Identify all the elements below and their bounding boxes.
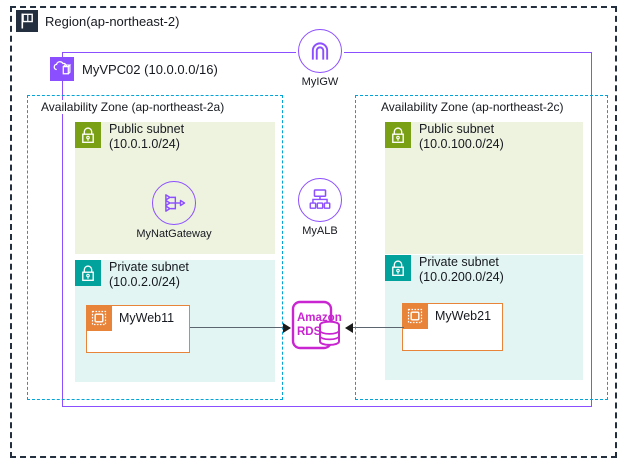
region-header: Region(ap-northeast-2)	[16, 10, 179, 32]
internet-gateway-label: MyIGW	[301, 76, 339, 88]
region-flag-icon	[16, 10, 38, 32]
amazon-rds-node[interactable]: Amazon RDS	[291, 300, 345, 352]
region-boundary	[10, 6, 617, 458]
public-subnet-lock-icon	[75, 122, 101, 148]
internet-gateway-icon	[298, 29, 342, 73]
public-subnet-a-text: Public subnet (10.0.1.0/24)	[109, 122, 184, 152]
internet-gateway-node[interactable]: MyIGW	[275, 29, 365, 88]
private-subnet-c: Private subnet (10.0.200.0/24)	[385, 255, 583, 380]
ec2-instance-myweb21-header: MyWeb21	[402, 303, 491, 329]
application-load-balancer-icon	[298, 178, 342, 222]
nat-gateway-node[interactable]: MyNatGateway	[129, 181, 219, 240]
vpc-label: MyVPC02 (10.0.0.0/16)	[82, 61, 218, 77]
connector-arrow-to-rds-right	[345, 323, 353, 333]
load-balancer-label: MyALB	[302, 225, 338, 237]
load-balancer-node[interactable]: MyALB	[275, 178, 365, 237]
public-subnet-c-cidr: (10.0.100.0/24)	[419, 137, 504, 151]
ec2-instance-myweb21-label: MyWeb21	[435, 309, 492, 323]
private-subnet-c-name: Private subnet	[419, 255, 499, 269]
connector-myweb11-to-rds	[190, 327, 284, 329]
ec2-instance-icon	[402, 303, 428, 329]
private-subnet-c-cidr: (10.0.200.0/24)	[419, 270, 504, 284]
ec2-instance-icon	[86, 305, 112, 331]
vpc-cloud-icon	[50, 57, 74, 81]
private-subnet-a-text: Private subnet (10.0.2.0/24)	[109, 260, 189, 290]
public-subnet-c-header: Public subnet (10.0.100.0/24)	[385, 122, 504, 152]
ec2-instance-myweb21[interactable]: MyWeb21	[402, 303, 503, 351]
nat-gateway-icon	[152, 181, 196, 225]
nat-gateway-label: MyNatGateway	[136, 228, 212, 240]
ec2-instance-myweb11-label: MyWeb11	[119, 311, 175, 325]
public-subnet-c: Public subnet (10.0.100.0/24)	[385, 122, 583, 254]
database-cylinder-icon	[319, 320, 340, 346]
region-label: Region(ap-northeast-2)	[45, 13, 180, 29]
public-subnet-a-header: Public subnet (10.0.1.0/24)	[75, 122, 184, 152]
availability-zone-a-boundary	[27, 95, 283, 400]
private-subnet-lock-icon	[75, 260, 101, 286]
ec2-instance-myweb11[interactable]: MyWeb11	[86, 305, 190, 353]
vpc-header: MyVPC02 (10.0.0.0/16)	[50, 57, 222, 81]
availability-zone-c-boundary	[355, 95, 608, 400]
connector-myweb21-to-rds	[352, 327, 404, 329]
availability-zone-a-title: Availability Zone (ap-northeast-2a)	[38, 100, 228, 114]
private-subnet-a-name: Private subnet	[109, 260, 189, 274]
public-subnet-c-name: Public subnet	[419, 122, 495, 136]
availability-zone-c-title: Availability Zone (ap-northeast-2c)	[378, 100, 567, 114]
private-subnet-a-cidr: (10.0.2.0/24)	[109, 275, 180, 289]
private-subnet-c-text: Private subnet (10.0.200.0/24)	[419, 255, 504, 285]
private-subnet-c-header: Private subnet (10.0.200.0/24)	[385, 255, 504, 285]
ec2-instance-myweb11-header: MyWeb11	[86, 305, 174, 331]
public-subnet-c-text: Public subnet (10.0.100.0/24)	[419, 122, 504, 152]
private-subnet-lock-icon	[385, 255, 411, 281]
public-subnet-a-name: Public subnet	[109, 122, 185, 136]
public-subnet-a-cidr: (10.0.1.0/24)	[109, 137, 180, 151]
private-subnet-a-header: Private subnet (10.0.2.0/24)	[75, 260, 189, 290]
connector-arrow-to-rds-left	[283, 323, 291, 333]
amazon-rds-line2-text: RDS	[297, 326, 322, 338]
public-subnet-lock-icon	[385, 122, 411, 148]
public-subnet-a: Public subnet (10.0.1.0/24)	[75, 122, 275, 254]
